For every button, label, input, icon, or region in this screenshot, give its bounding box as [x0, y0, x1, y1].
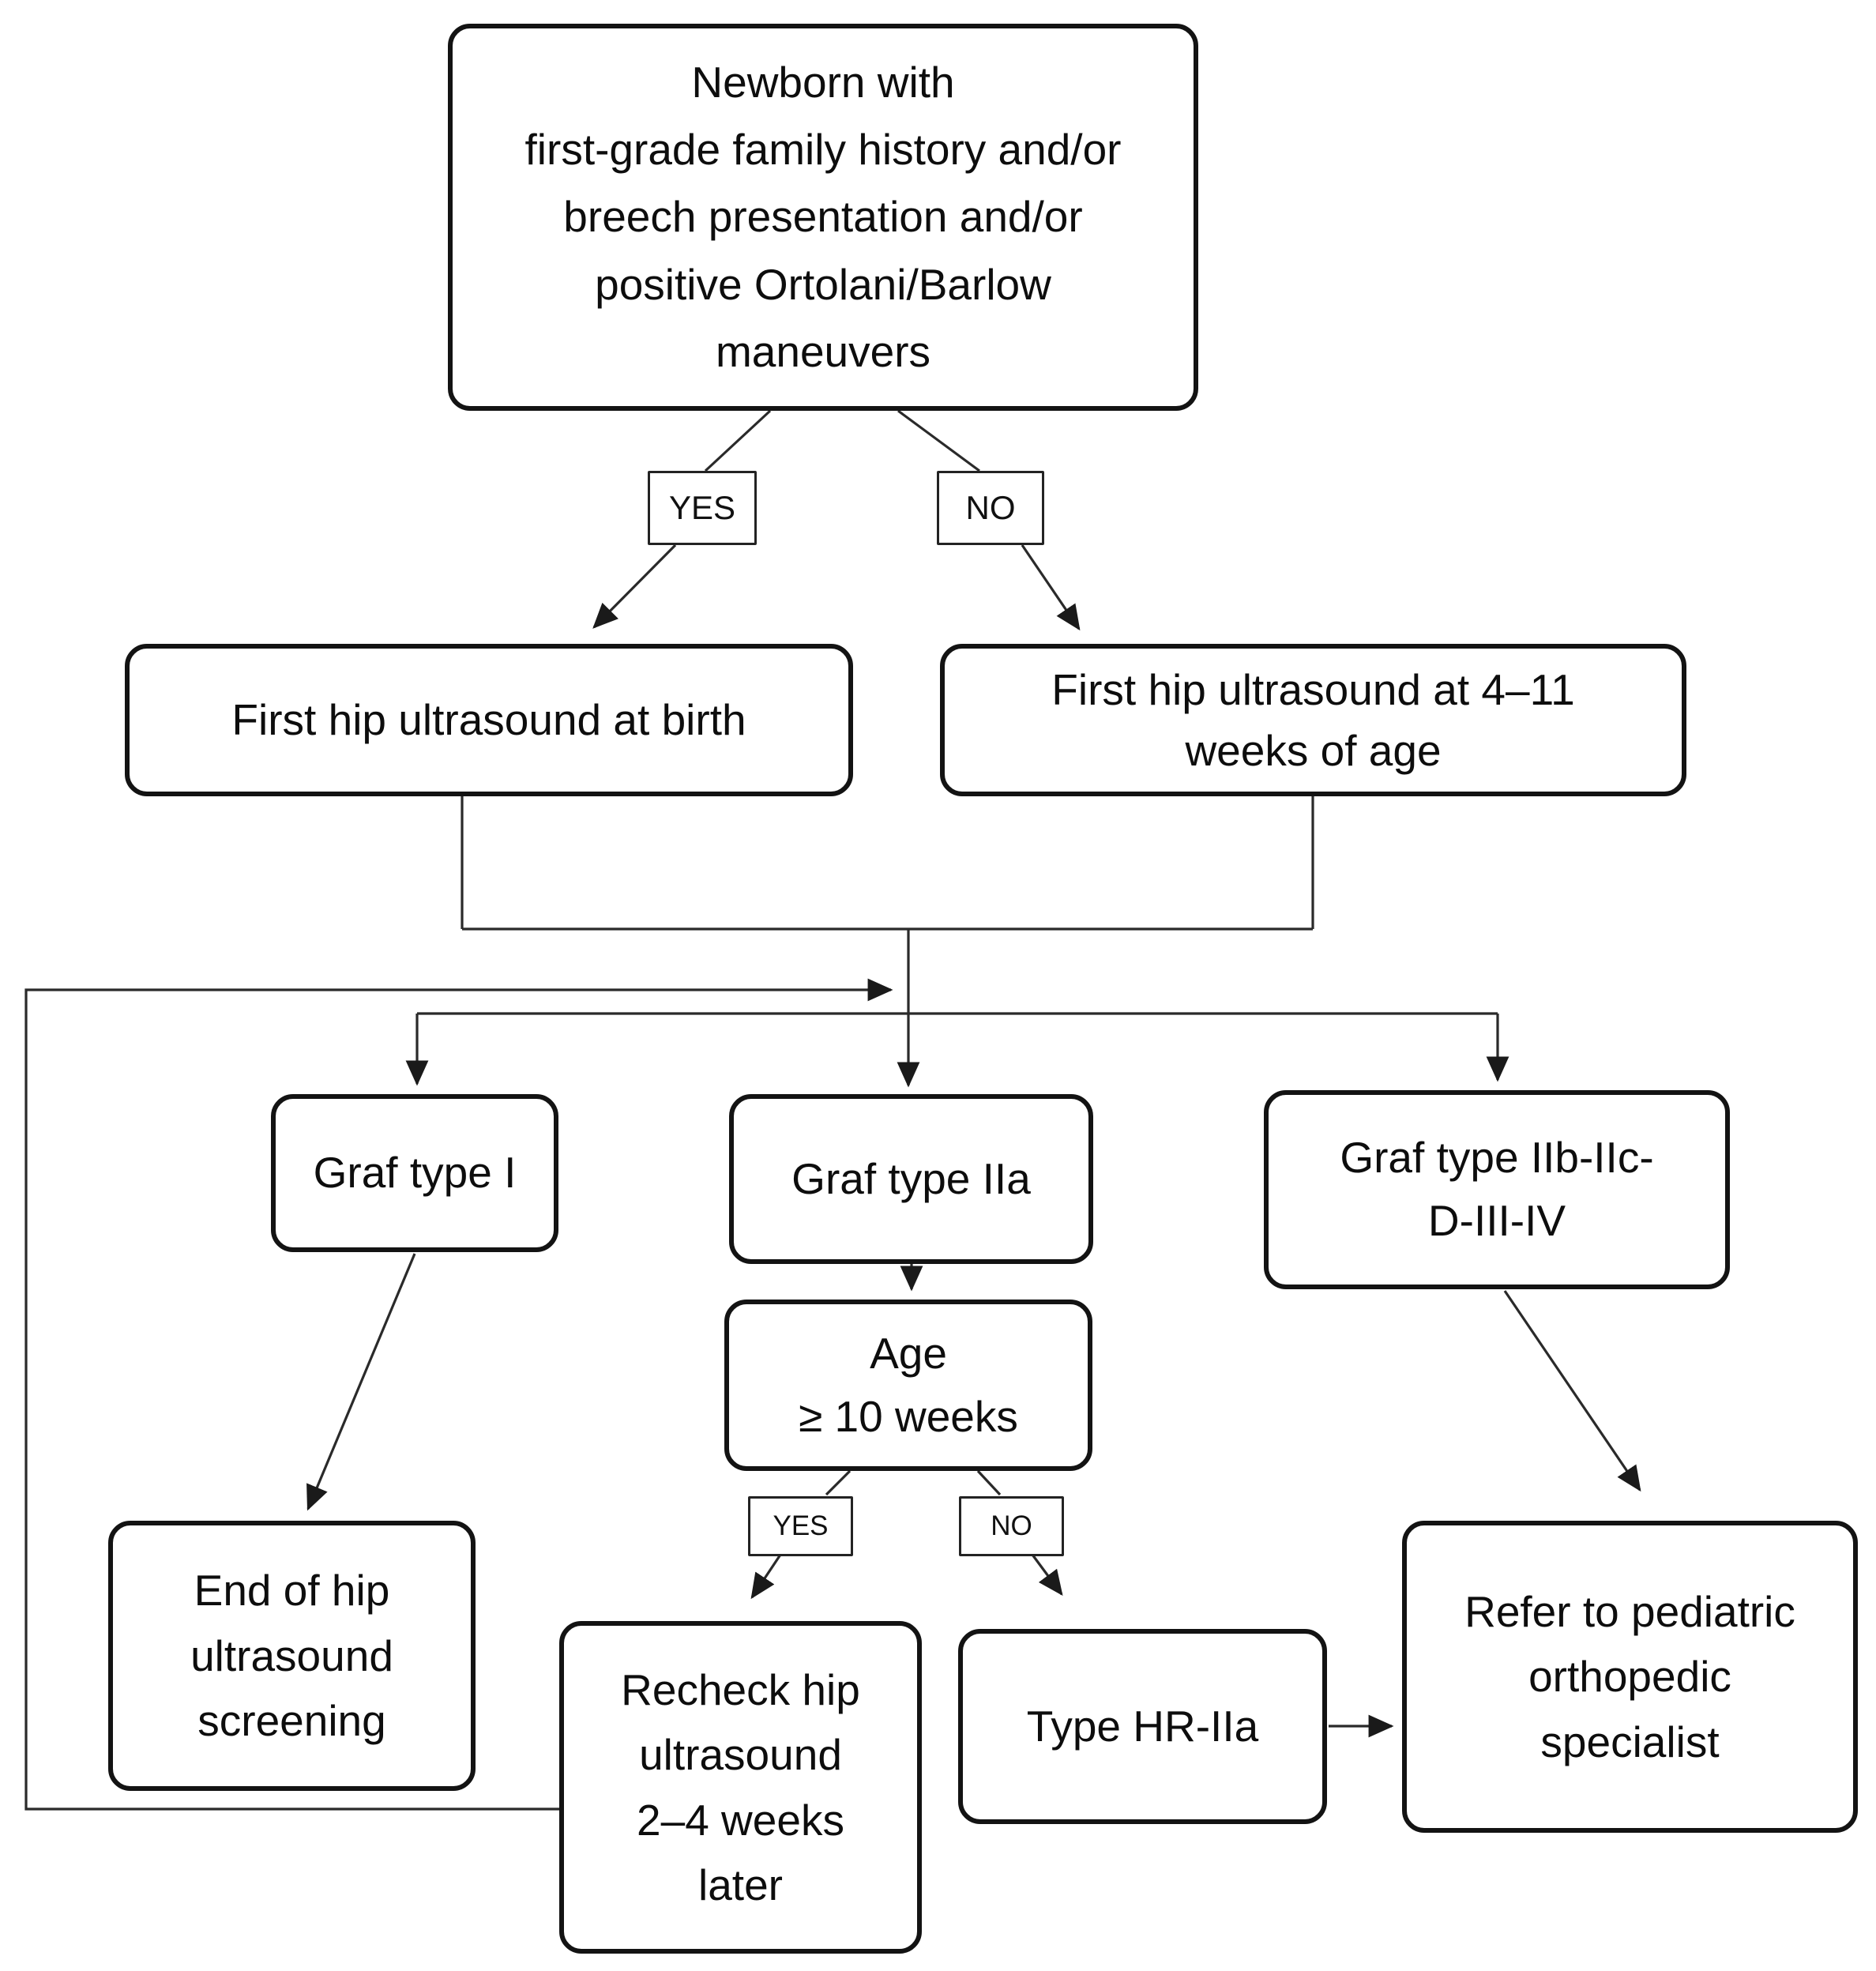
node-text-line: maneuvers	[715, 326, 931, 376]
node-text-line: Graf type I	[313, 1148, 517, 1198]
node-text-line: Graf type IIb-IIc-	[1340, 1133, 1654, 1183]
node-text-line: specialist	[1540, 1717, 1720, 1766]
connector-no2-to-hr2a	[1031, 1554, 1063, 1597]
node-text-line: 2–4 weeks	[637, 1795, 844, 1845]
node-text-line: later	[698, 1860, 783, 1909]
edge-label-no-second: NO	[959, 1496, 1064, 1556]
node-text-line: First hip ultrasound at birth	[231, 694, 746, 744]
node-graf-type-1: Graf type I	[271, 1094, 558, 1252]
node-text-line: End of hip	[194, 1566, 390, 1616]
node-refer-orthopedic-specialist: Refer to pediatric orthopedic specialist	[1402, 1521, 1858, 1833]
node-text-line: Age	[870, 1328, 947, 1378]
node-type-hr-2a: Type HR-IIa	[958, 1629, 1327, 1824]
node-text-line: D-III-IV	[1427, 1196, 1566, 1245]
connector-yes2-to-recheck	[750, 1554, 782, 1600]
connector-newborn-to-no1	[897, 409, 980, 472]
node-text-line: Newborn with	[691, 57, 955, 107]
node-first-ultrasound-at-birth: First hip ultrasound at birth	[125, 644, 853, 796]
node-newborn-risk-criteria: Newborn with first-grade family history …	[448, 24, 1198, 411]
node-text-line: First hip ultrasound at 4–11	[1051, 664, 1575, 714]
node-age-10-weeks-decision: Age ≥ 10 weeks	[724, 1300, 1092, 1471]
node-text-line: screening	[197, 1696, 386, 1746]
node-text-line: ultrasound	[639, 1730, 842, 1779]
edge-label-no-first: NO	[937, 471, 1044, 545]
connector-no1-to-us-4-11	[1021, 544, 1081, 631]
node-text-line: ≥ 10 weeks	[799, 1391, 1018, 1441]
connector-graf2b-to-refer	[1503, 1290, 1641, 1492]
node-text-line: first-grade family history and/or	[524, 125, 1122, 175]
connector-age-to-yes2	[825, 1469, 852, 1496]
node-text-line: Refer to pediatric	[1464, 1586, 1795, 1636]
connector-age-to-no2	[976, 1469, 1002, 1496]
connector-graf1-to-end	[306, 1253, 416, 1511]
node-text-line: orthopedic	[1528, 1652, 1731, 1702]
node-text-line: ultrasound	[190, 1631, 393, 1680]
edge-label-yes-second: YES	[748, 1496, 853, 1556]
node-text-line: positive Ortolani/Barlow	[595, 259, 1051, 309]
connector-newborn-to-yes1	[704, 409, 772, 472]
node-recheck-ultrasound: Recheck hip ultrasound 2–4 weeks later	[559, 1621, 922, 1954]
node-text-line: weeks of age	[1185, 725, 1442, 775]
node-graf-type-2b-2c-d-3-4: Graf type IIb-IIc- D-III-IV	[1264, 1090, 1730, 1289]
connector-recheck-feedback-loop	[24, 978, 893, 1811]
edge-label-yes-first: YES	[648, 471, 757, 545]
connector-yes1-to-us-birth	[592, 544, 677, 629]
node-text-line: Type HR-IIa	[1026, 1701, 1259, 1751]
node-text-line: Recheck hip	[621, 1664, 860, 1714]
node-end-of-screening: End of hip ultrasound screening	[108, 1521, 476, 1791]
node-text-line: breech presentation and/or	[563, 192, 1083, 242]
node-text-line: Graf type IIa	[791, 1153, 1031, 1203]
node-first-ultrasound-4-11-weeks: First hip ultrasound at 4–11 weeks of ag…	[940, 644, 1686, 796]
node-graf-type-2a: Graf type IIa	[729, 1094, 1093, 1264]
